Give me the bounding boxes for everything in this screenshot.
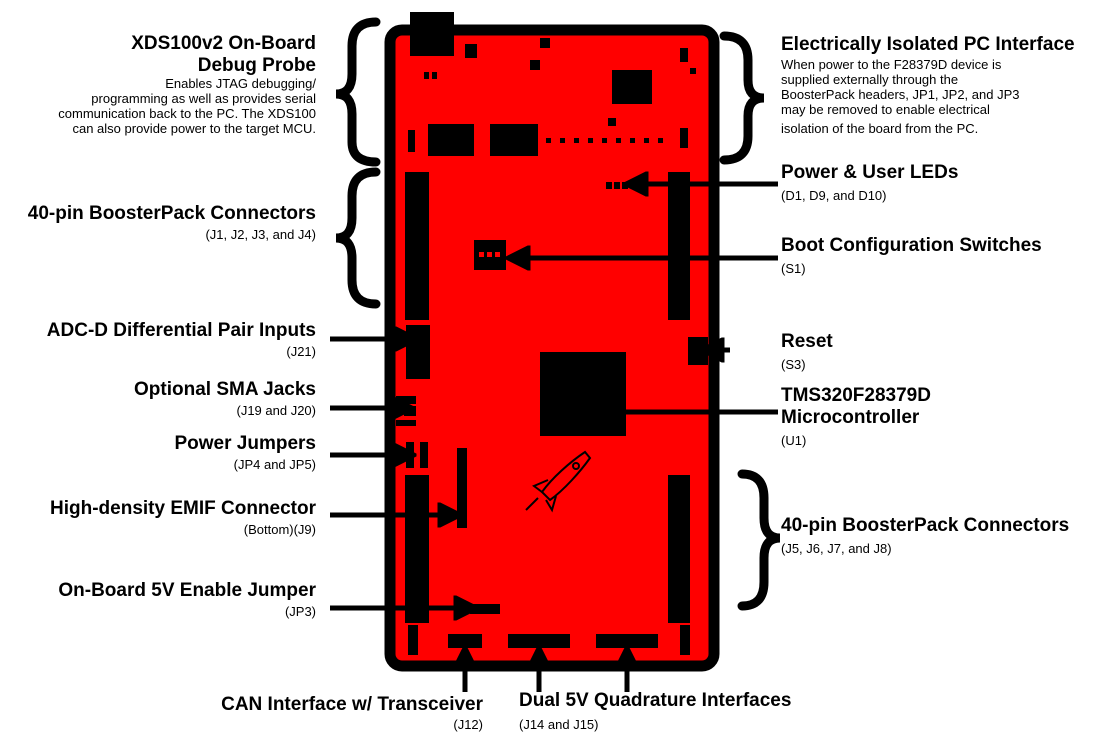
qep-connector-j14: [508, 634, 570, 648]
power-jumpers-title: Power Jumpers: [174, 433, 317, 454]
sma-title: Optional SMA Jacks: [134, 379, 316, 400]
label-boosterpack-bottom: 40-pin BoosterPack Connectors (J5, J6, J…: [781, 515, 1069, 557]
arrows: [330, 184, 778, 692]
onboard5v-sub: (JP3): [284, 603, 316, 619]
sma-jack: [396, 420, 416, 426]
chip: [490, 124, 538, 156]
header-j4: [668, 172, 690, 320]
quadrature-sub: (J14 and J15): [519, 716, 599, 732]
label-xds100: XDS100v2 On-Board Debug Probe Enables JT…: [58, 33, 316, 136]
leds-title: Power & User LEDs: [781, 162, 959, 183]
component: [408, 130, 415, 152]
boot-title: Boot Configuration Switches: [781, 235, 1042, 256]
brace-xds100: [335, 17, 381, 167]
component: [540, 38, 550, 48]
component: [680, 128, 688, 148]
reset-sub: (S3): [781, 356, 806, 372]
jumper-jp3: [470, 604, 500, 614]
header-j5: [668, 475, 690, 623]
label-boosterpack-top: 40-pin BoosterPack Connectors (J1, J2, J…: [28, 203, 316, 243]
mcu-title-1: TMS320F28379D: [781, 385, 931, 406]
mcu-chip: [540, 352, 626, 436]
component: [690, 68, 696, 74]
label-leds: Power & User LEDs (D1, D9, and D10): [781, 162, 958, 204]
rocket-logo: [525, 450, 592, 513]
brace-boosterpack-top: [335, 167, 381, 309]
xds100-desc-4: can also provide power to the target MCU…: [72, 120, 316, 136]
isolated-desc-1: When power to the F28379D device is: [781, 56, 1002, 72]
component: [530, 60, 540, 70]
label-onboard5v: On-Board 5V Enable Jumper (JP3): [58, 580, 316, 620]
adc-sub: (J21): [286, 343, 316, 359]
emif-sub: (Bottom)(J9): [243, 521, 316, 537]
emif-connector: [457, 448, 467, 528]
isolated-title: Electrically Isolated PC Interface: [781, 34, 1075, 55]
component: [424, 72, 429, 79]
can-sub: (J12): [453, 716, 483, 732]
brace-isolated: [719, 31, 765, 165]
reset-title: Reset: [781, 331, 833, 352]
isolated-desc-2: supplied externally through the: [781, 71, 959, 87]
adc-connector: [406, 325, 430, 379]
boosterpack-top-title: 40-pin BoosterPack Connectors: [27, 203, 316, 224]
emif-title: High-density EMIF Connector: [50, 498, 316, 519]
chip: [428, 124, 474, 156]
onboard5v-title: On-Board 5V Enable Jumper: [58, 580, 316, 601]
sma-sub: (J19 and J20): [236, 402, 317, 418]
isolated-desc-3: BoosterPack headers, JP1, JP2, and JP3: [781, 86, 1020, 102]
mcu-title-2: Microcontroller: [781, 406, 920, 428]
header-j1: [405, 172, 429, 320]
label-adc: ADC-D Differential Pair Inputs (J21): [47, 320, 316, 360]
header-j8: [405, 475, 429, 623]
braces: [335, 17, 781, 611]
leds: [606, 182, 628, 189]
label-quadrature: Dual 5V Quadrature Interfaces (J14 and J…: [519, 690, 791, 733]
power-jumpers-sub: (JP4 and JP5): [233, 456, 316, 472]
label-can: CAN Interface w/ Transceiver (J12): [221, 694, 483, 733]
mcu-sub: (U1): [781, 432, 807, 448]
boot-sub: (S1): [781, 260, 806, 276]
boosterpack-bottom-title: 40-pin BoosterPack Connectors: [781, 515, 1070, 536]
can-connector: [448, 634, 482, 648]
boosterpack-bottom-sub: (J5, J6, J7, and J8): [781, 540, 892, 556]
sma-jack: [396, 396, 416, 404]
header-small: [680, 625, 690, 655]
qep-connector-j15: [596, 634, 658, 648]
brace-boosterpack-bottom: [737, 469, 781, 611]
xds100-desc-1: Enables JTAG debugging/: [165, 75, 316, 91]
xds100-desc-3: communication back to the PC. The XDS100: [58, 105, 316, 121]
leds-sub: (D1, D9, and D10): [781, 187, 887, 203]
component: [432, 72, 437, 79]
isolated-desc-4: may be removed to enable electrical: [781, 101, 990, 117]
header-small: [408, 625, 418, 655]
xds100-desc-2: programming as well as provides serial: [91, 90, 316, 106]
component: [608, 118, 616, 126]
chip: [612, 70, 652, 104]
usb-connector: [410, 12, 454, 56]
isolated-desc-5: isolation of the board from the PC.: [781, 120, 979, 136]
label-sma: Optional SMA Jacks (J19 and J20): [134, 379, 316, 419]
component: [680, 48, 688, 62]
xds100-title-1: XDS100v2 On-Board: [131, 33, 316, 54]
component: [465, 44, 477, 58]
adc-title: ADC-D Differential Pair Inputs: [46, 320, 316, 341]
can-title: CAN Interface w/ Transceiver: [221, 694, 483, 715]
boosterpack-top-sub: (J1, J2, J3, and J4): [205, 226, 316, 242]
label-emif: High-density EMIF Connector (Bottom)(J9): [50, 498, 316, 538]
label-reset: Reset (S3): [781, 331, 833, 373]
label-boot: Boot Configuration Switches (S1): [781, 235, 1042, 277]
jumper-jp5: [420, 442, 428, 468]
label-isolated: Electrically Isolated PC Interface When …: [781, 34, 1097, 137]
label-mcu: TMS320F28379D Microcontroller (U1): [781, 385, 931, 449]
isolation-dots: [546, 138, 663, 143]
xds100-title-2: Debug Probe: [197, 54, 316, 76]
label-power-jumpers: Power Jumpers (JP4 and JP5): [175, 433, 317, 473]
quadrature-title: Dual 5V Quadrature Interfaces: [519, 690, 792, 711]
